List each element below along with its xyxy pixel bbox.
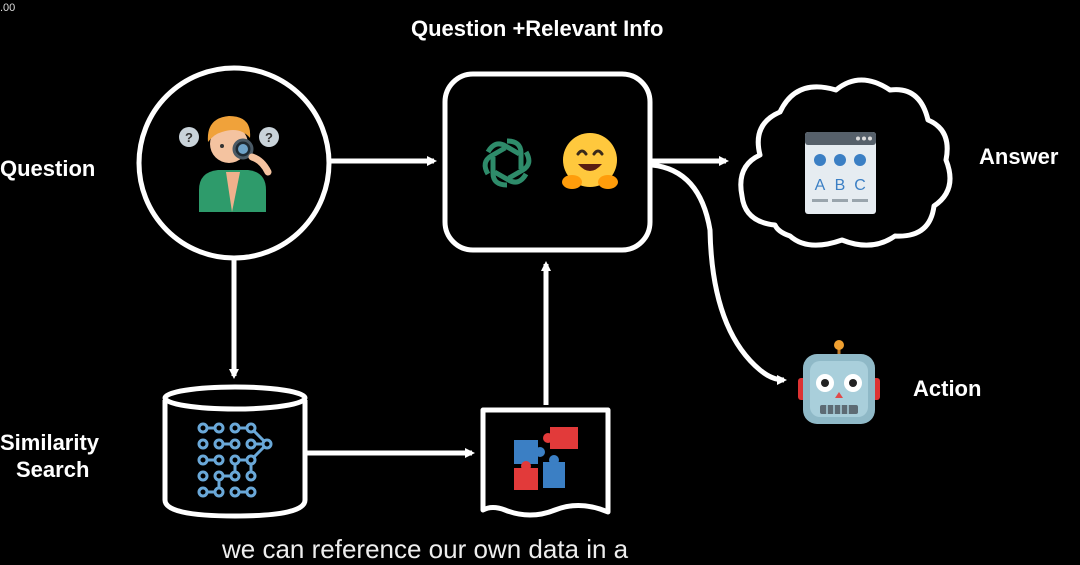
robot-icon bbox=[798, 340, 880, 424]
openai-logo-icon bbox=[482, 138, 532, 188]
answer-node: A B C bbox=[738, 77, 953, 248]
question-node: ? ? bbox=[136, 65, 332, 261]
relevant-docs-node bbox=[480, 407, 611, 518]
top-label: Question +Relevant Info bbox=[411, 16, 664, 41]
arrow-llm-to-action bbox=[651, 162, 787, 385]
vector-database-icon bbox=[197, 422, 273, 498]
person-magnifier-icon: ? ? bbox=[179, 116, 279, 212]
corner-timestamp: .00 bbox=[0, 2, 16, 14]
llm-node bbox=[442, 71, 653, 253]
answer-label: Answer bbox=[979, 144, 1059, 169]
vector-database-node bbox=[162, 384, 308, 519]
huggingface-icon bbox=[562, 133, 618, 189]
rag-flow-diagram: ? ? bbox=[136, 65, 953, 519]
svg-text:?: ? bbox=[185, 130, 193, 145]
question-label: Question bbox=[0, 156, 96, 181]
svg-text:?: ? bbox=[265, 130, 273, 145]
puzzle-document-icon bbox=[514, 427, 578, 490]
card-letter-a: A bbox=[815, 177, 826, 194]
similarity-label-line1: Similarity bbox=[0, 430, 100, 455]
action-label: Action bbox=[913, 376, 982, 401]
quiz-card-icon: A B C bbox=[805, 132, 876, 214]
card-letter-b: B bbox=[835, 177, 846, 194]
card-letter-c: C bbox=[854, 177, 866, 194]
similarity-label-line2: Search bbox=[16, 457, 90, 482]
connector-arrows bbox=[229, 156, 787, 458]
